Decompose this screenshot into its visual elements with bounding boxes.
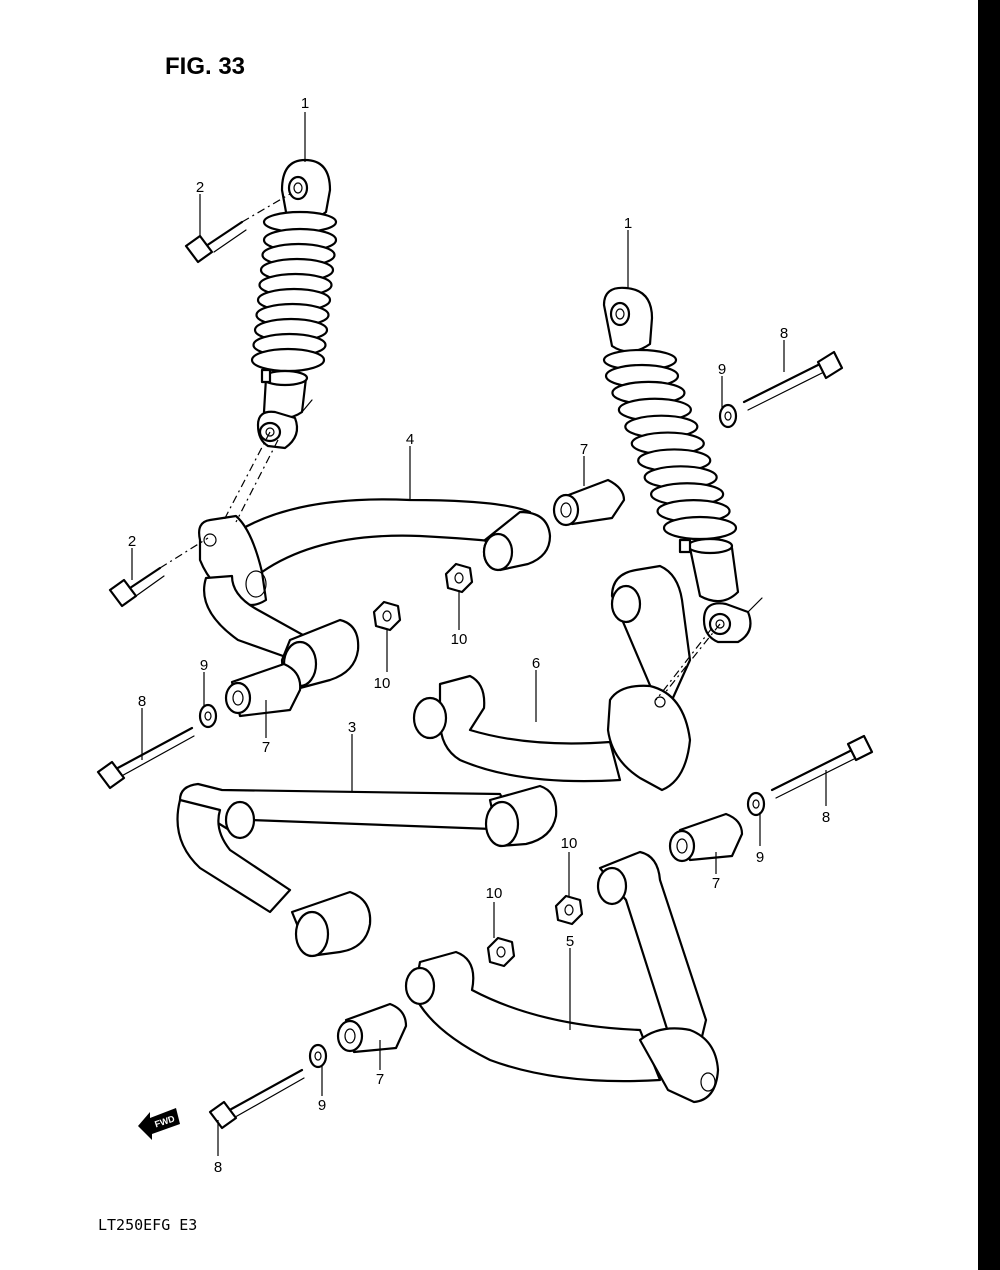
bushing-7-a — [552, 478, 626, 527]
callout-10-upper-left: 10 — [374, 675, 391, 692]
callout-2-lower-bolt: 2 — [128, 533, 136, 550]
callout-8-lower-right: 8 — [822, 809, 830, 826]
callout-5: 5 — [566, 933, 574, 950]
washer-9-b — [198, 703, 218, 729]
fwd-direction-arrow: FWD — [138, 1108, 180, 1140]
nut-10-a — [444, 562, 474, 594]
leader-lines — [131, 112, 827, 1156]
bolt-2-b — [108, 566, 165, 608]
callout-10-upper-center: 10 — [451, 631, 468, 648]
nut-10-c — [554, 894, 584, 926]
spring-coil — [662, 515, 738, 541]
callouts: 1 1 2 2 3 4 5 6 7 7 7 7 8 8 8 8 9 9 9 9 … — [128, 95, 830, 1176]
callout-9-upper-right: 9 — [718, 361, 726, 378]
callout-2-upper-bolt: 2 — [196, 179, 204, 196]
nut-10-b — [372, 600, 402, 632]
lower-arm-3 — [176, 782, 558, 958]
washer-9-a — [718, 403, 738, 429]
lower-arm-5 — [404, 850, 720, 1104]
callout-9-lower-left: 9 — [318, 1097, 326, 1114]
washer-9-d — [308, 1043, 328, 1069]
shock-absorber-left — [250, 158, 338, 450]
callout-7-upper-left: 7 — [262, 739, 270, 756]
assembly-lines — [159, 193, 721, 701]
bushing-7-d — [336, 1002, 408, 1054]
bushing-7-c — [668, 812, 744, 863]
callout-7-upper-right: 7 — [580, 441, 588, 458]
callout-8-upper-left: 8 — [138, 693, 146, 710]
nut-10-d — [486, 936, 516, 968]
spring-coil — [250, 347, 326, 373]
callout-7-lower-right: 7 — [712, 875, 720, 892]
washer-9-c — [746, 791, 766, 817]
callout-8-upper-right: 8 — [780, 325, 788, 342]
bushing-7-b — [224, 662, 302, 718]
callout-10-lower-center: 10 — [486, 885, 503, 902]
bolt-2-a — [184, 220, 247, 264]
callout-8-lower-left: 8 — [214, 1159, 222, 1176]
upper-arm-4 — [198, 498, 552, 690]
callout-1-left-shock: 1 — [301, 95, 309, 112]
callout-4: 4 — [406, 431, 414, 448]
upper-arm-6 — [412, 564, 692, 792]
callout-1-right-shock: 1 — [624, 215, 632, 232]
bolt-8-c — [770, 734, 874, 799]
shock-absorber-right — [602, 286, 763, 644]
bolt-8-a — [742, 350, 844, 411]
bolt-8-d — [208, 1068, 305, 1130]
callout-6: 6 — [532, 655, 540, 672]
model-code: LT250EFG E3 — [98, 1216, 197, 1234]
figure-title: FIG. 33 — [165, 53, 245, 80]
page-edge-border — [978, 0, 1000, 1270]
callout-3: 3 — [348, 719, 356, 736]
callout-7-lower-left: 7 — [376, 1071, 384, 1088]
callout-10-lower-right: 10 — [561, 835, 578, 852]
bolt-8-b — [96, 726, 195, 790]
callout-9-upper-left: 9 — [200, 657, 208, 674]
callout-9-lower-right: 9 — [756, 849, 764, 866]
